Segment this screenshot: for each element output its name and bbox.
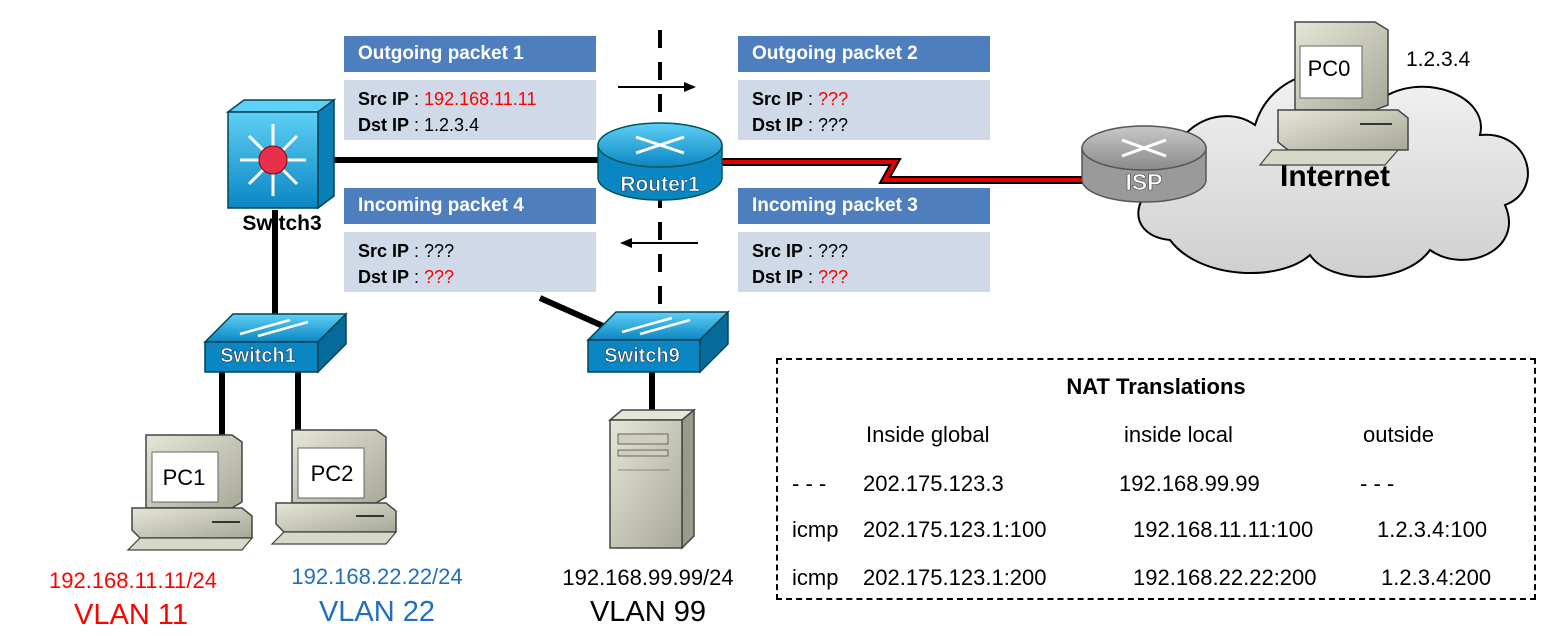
- pc2-ip: 192.168.22.22/24: [291, 564, 462, 589]
- header-inside-global: Inside global: [866, 422, 990, 447]
- header-outside: outside: [1363, 422, 1434, 447]
- dst-value: ???: [818, 115, 849, 135]
- src-label: Src IP: [358, 89, 410, 109]
- src-value: ???: [818, 89, 849, 109]
- isp-label: ISP: [1125, 169, 1162, 195]
- dst-value: ???: [424, 267, 455, 287]
- nat-row-0-inside-global: 202.175.123.3: [863, 471, 1004, 496]
- pc0-icon: [1258, 21, 1409, 166]
- outgoing-arrow: [618, 82, 696, 92]
- packet-body: Src IP : ??? Dst IP : ???: [344, 232, 596, 292]
- incoming-arrow: [620, 238, 698, 248]
- dst-label: Dst IP: [752, 115, 804, 135]
- packet-title: Incoming packet 4: [344, 188, 596, 224]
- nat-title: NAT Translations: [1066, 374, 1246, 399]
- src-value: 192.168.11.11: [424, 89, 537, 109]
- packet-title: Incoming packet 3: [738, 188, 990, 224]
- packet-body: Src IP : ??? Dst IP : ???: [738, 232, 990, 292]
- pc1-icon: [126, 434, 254, 551]
- src-label: Src IP: [752, 89, 804, 109]
- dst-value: 1.2.3.4: [424, 115, 480, 135]
- pc2-vlan: VLAN 22: [319, 596, 435, 628]
- outgoing-packet-2: Outgoing packet 2 Src IP : ??? Dst IP : …: [738, 36, 990, 140]
- incoming-packet-3: Incoming packet 3 Src IP : ??? Dst IP : …: [738, 188, 990, 292]
- packet-body: Src IP : 192.168.11.11 Dst IP : 1.2.3.4: [344, 80, 596, 140]
- dst-label: Dst IP: [358, 267, 410, 287]
- pc0-ip: 1.2.3.4: [1406, 48, 1471, 71]
- outgoing-packet-1: Outgoing packet 1 Src IP : 192.168.11.11…: [344, 36, 596, 140]
- switch9-label: Switch9: [604, 345, 680, 367]
- links: [219, 157, 1090, 438]
- nat-row-2-outside: 1.2.3.4:200: [1381, 565, 1492, 590]
- nat-row-2-inside-global: 202.175.123.1:200: [863, 565, 1047, 590]
- nat-row-1-outside: 1.2.3.4:100: [1377, 517, 1488, 542]
- dst-label: Dst IP: [358, 115, 410, 135]
- router1-icon: [597, 122, 723, 201]
- pc1-ip: 192.168.11.11/24: [49, 568, 217, 593]
- nat-row-0-proto: - - -: [792, 471, 827, 496]
- nat-row-1-proto: icmp: [792, 517, 839, 542]
- server-ip: 192.168.99.99/24: [562, 565, 733, 590]
- nat-row-2-proto: icmp: [792, 565, 839, 590]
- src-label: Src IP: [752, 241, 804, 261]
- link-router1-isp: [720, 160, 1090, 182]
- switch1-icon: [203, 312, 348, 374]
- nat-translations-table: NAT Translations Inside global inside lo…: [776, 358, 1536, 600]
- internet-label: Internet: [1280, 160, 1390, 193]
- incoming-packet-4: Incoming packet 4 Src IP : ??? Dst IP : …: [344, 188, 596, 292]
- packet-title: Outgoing packet 2: [738, 36, 990, 72]
- dst-value: ???: [818, 267, 849, 287]
- router1-label: Router1: [620, 173, 700, 196]
- packet-body: Src IP : ??? Dst IP : ???: [738, 80, 990, 140]
- isp-router-icon: [1081, 125, 1207, 203]
- link-router1-isp-outline: [720, 158, 1090, 184]
- switch1-label: Switch1: [220, 345, 296, 367]
- packet-title: Outgoing packet 1: [344, 36, 596, 72]
- link-switch3-switch9: [538, 295, 614, 333]
- nat-row-1-inside-local: 192.168.11.11:100: [1133, 517, 1314, 542]
- switch3-label: Switch3: [242, 212, 321, 235]
- pc2-label: PC2: [311, 461, 354, 486]
- src-value: ???: [424, 241, 455, 261]
- src-value: ???: [818, 241, 849, 261]
- pc0-label: PC0: [1308, 56, 1351, 81]
- nat-row-2-inside-local: 192.168.22.22:200: [1133, 565, 1317, 590]
- nat-row-1-inside-global: 202.175.123.1:100: [863, 517, 1047, 542]
- server-icon: [607, 408, 697, 550]
- pc1-label: PC1: [163, 465, 206, 490]
- switch9-icon: [586, 310, 730, 374]
- nat-row-0-inside-local: 192.168.99.99: [1119, 471, 1260, 496]
- pc2-icon: [270, 429, 398, 545]
- dst-label: Dst IP: [752, 267, 804, 287]
- server-vlan: VLAN 99: [590, 596, 706, 628]
- src-label: Src IP: [358, 241, 410, 261]
- pc1-vlan: VLAN 11: [74, 599, 188, 631]
- header-inside-local: inside local: [1124, 422, 1233, 447]
- switch3-icon: [225, 98, 337, 210]
- nat-row-0-outside: - - -: [1360, 471, 1395, 496]
